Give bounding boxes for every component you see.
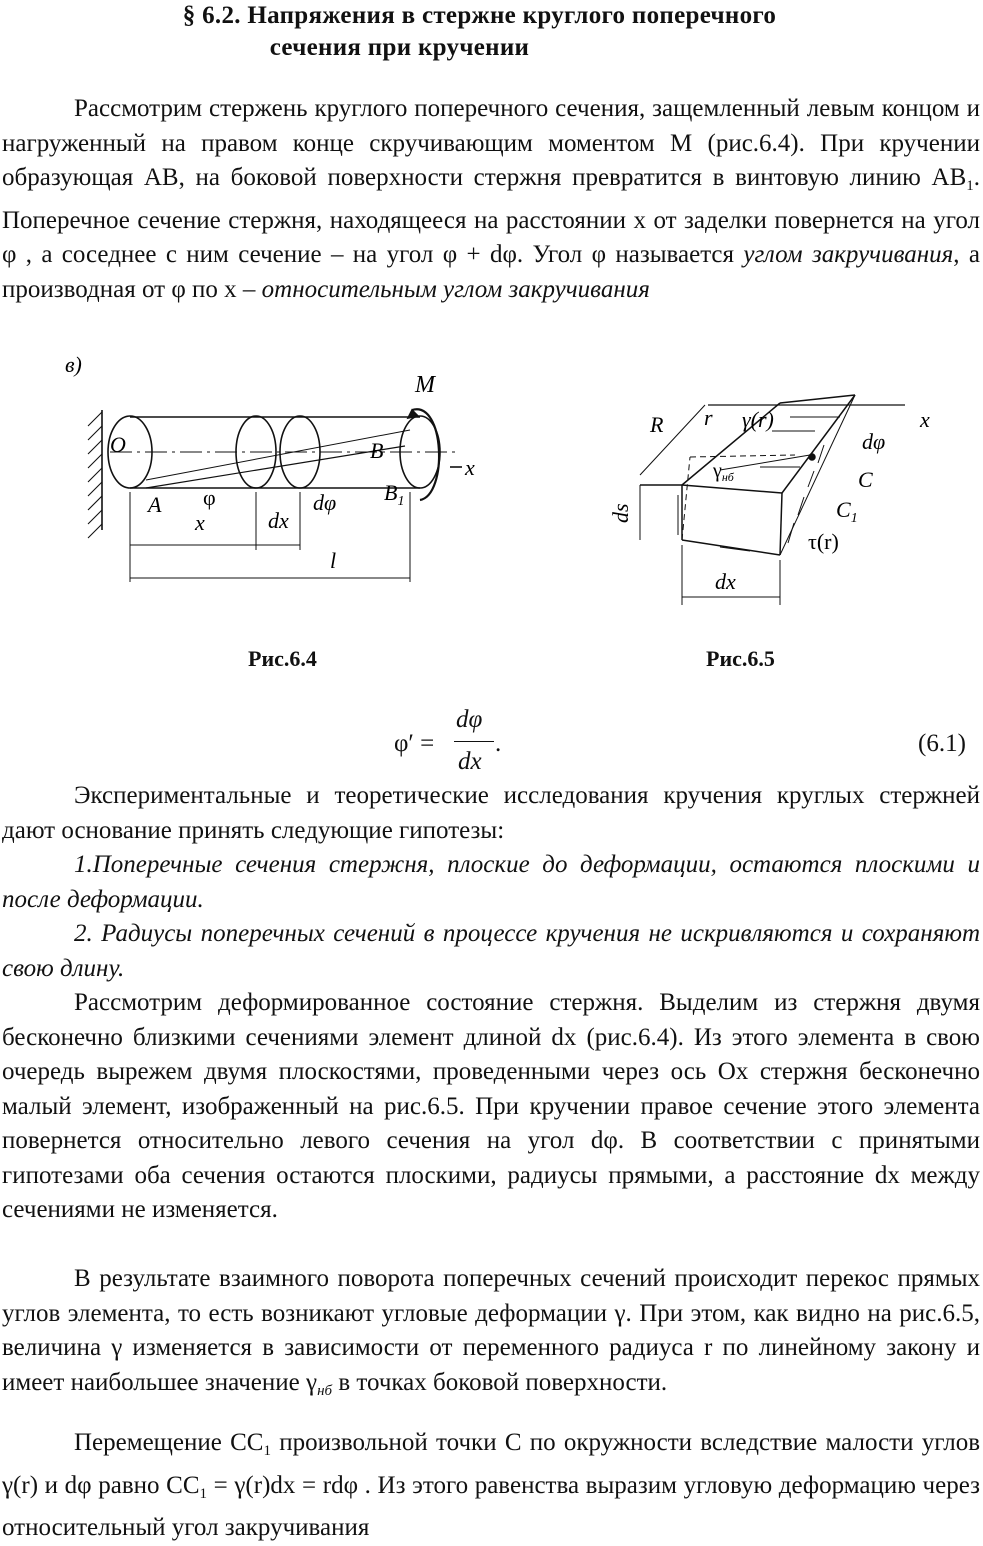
label-dx-dim: dx bbox=[268, 508, 289, 533]
hypothesis-1: 1.Поперечные сечения стержня, плоские до… bbox=[2, 851, 980, 913]
intro-sub-1: 1 bbox=[966, 178, 974, 194]
formula-6-1-lhs: φ′ = bbox=[394, 730, 435, 757]
label-x-axis: x bbox=[464, 455, 475, 480]
p4-text-1: В результате взаимного поворота поперечн… bbox=[2, 1265, 980, 1396]
label-O: O bbox=[110, 432, 126, 457]
section-title-line2: сечения при кручении bbox=[269, 34, 530, 61]
p5-sub-1: 1 bbox=[263, 1443, 271, 1459]
label-C1: C1 bbox=[836, 497, 858, 526]
label-panel: в) bbox=[65, 352, 82, 377]
label-ds: ds bbox=[608, 503, 633, 523]
label-dphi: dφ bbox=[862, 429, 885, 454]
intro-text-3: , а производная от φ по x – bbox=[2, 241, 980, 303]
p4-sub: нб bbox=[317, 1382, 333, 1399]
intro-paragraph: Рассмотрим стержень круглого поперечного… bbox=[2, 92, 980, 307]
intro-text-1: Рассмотрим стержень круглого поперечного… bbox=[2, 95, 980, 191]
p4-text-2: в точках боковой поверхности. bbox=[332, 1368, 668, 1396]
formula-6-1-number: (6.1) bbox=[918, 730, 966, 757]
label-gamma-r: γ(r) bbox=[742, 407, 774, 432]
p5-text-1: Перемещение CC bbox=[74, 1429, 264, 1456]
label-R: R bbox=[649, 412, 664, 437]
label-l-dim: l bbox=[330, 548, 336, 573]
label-gamma-nb: γнб bbox=[712, 460, 735, 484]
intro-text-2: . Поперечное сечение стержня, находящеес… bbox=[2, 164, 980, 268]
label-A: A bbox=[146, 492, 162, 517]
term-relative-twist-angle: относительным углом закручивания bbox=[261, 275, 650, 303]
angular-deformation-paragraph: В результате взаимного поворота поперечн… bbox=[2, 1262, 980, 1408]
formula-6-1-numerator: dφ bbox=[456, 706, 483, 733]
label-dphi: dφ bbox=[313, 490, 336, 515]
section-title-line1: § 6.2. Напряжения в стержне круглого поп… bbox=[182, 2, 777, 29]
deformed-state-paragraph: Рассмотрим деформированное состояние сте… bbox=[2, 989, 980, 1223]
label-x-axis: x bbox=[919, 407, 930, 432]
label-phi: φ bbox=[203, 485, 216, 510]
label-B: B bbox=[370, 438, 383, 463]
displacement-paragraph: Перемещение CC1 произвольной точки C по … bbox=[2, 1426, 980, 1546]
term-twist-angle: углом закручивания bbox=[743, 241, 954, 268]
label-B1: B1 bbox=[384, 480, 404, 509]
p5-text-2: произвольной точки C по окружности вслед… bbox=[2, 1429, 980, 1499]
label-dx: dx bbox=[715, 569, 736, 594]
label-tau-r: τ(r) bbox=[808, 529, 839, 554]
formula-6-1-period: . bbox=[495, 730, 502, 757]
fraction-bar bbox=[454, 741, 494, 742]
figure-6-4-caption: Рис.6.4 bbox=[248, 646, 317, 671]
figure-6-5-caption: Рис.6.5 bbox=[706, 646, 775, 671]
figure-6-4: в) M O A B B1 φ dφ x x dx l bbox=[65, 352, 475, 582]
p5-sub-2: 1 bbox=[199, 1485, 208, 1502]
hypotheses-intro: Экспериментальные и теоретические исслед… bbox=[2, 782, 980, 844]
label-M: M bbox=[414, 372, 437, 398]
formula-6-1-denominator: dx bbox=[458, 748, 482, 775]
label-r: r bbox=[704, 405, 713, 430]
label-x-dim: x bbox=[194, 510, 205, 535]
label-C: C bbox=[858, 467, 873, 492]
figure-6-5: R r γ(r) x dφ γнб C C1 τ(r) ds dx bbox=[608, 394, 930, 605]
hypothesis-2: 2. Радиусы поперечных сечений в процессе… bbox=[2, 920, 980, 982]
